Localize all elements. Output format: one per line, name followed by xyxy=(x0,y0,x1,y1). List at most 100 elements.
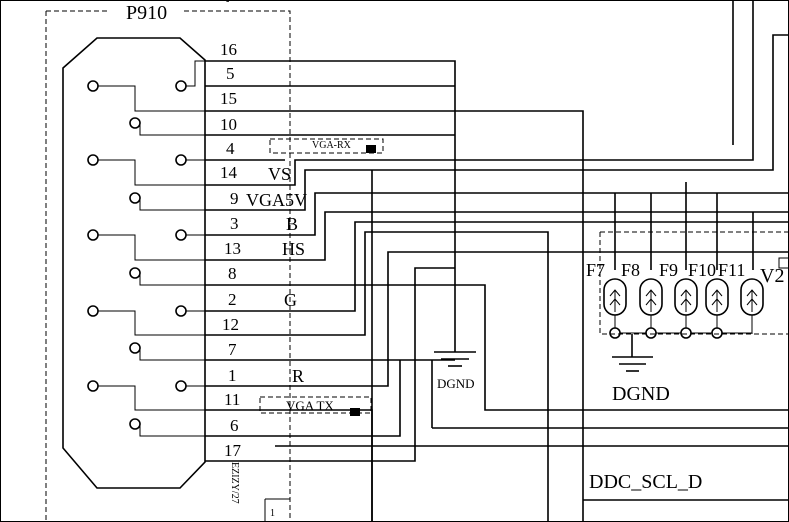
filter-label-f9: F9 xyxy=(659,260,678,280)
filter-label-f11: F11 xyxy=(718,260,745,280)
pin-number: 16 xyxy=(220,40,237,59)
wire-pin17 xyxy=(205,267,455,462)
pin-number: 6 xyxy=(230,416,239,435)
wire-pin1 xyxy=(205,251,789,387)
pin-number: 12 xyxy=(222,315,239,334)
pin-number: 3 xyxy=(230,214,239,233)
tvs-arrow xyxy=(680,289,692,312)
pad-dot xyxy=(711,327,723,339)
pin-number: 2 xyxy=(228,290,237,309)
internal-trace xyxy=(98,159,205,186)
internal-trace xyxy=(186,60,205,87)
net-label-hs: HS xyxy=(282,239,305,259)
wire-pin16 xyxy=(205,60,456,352)
vga-tx-label: VGA TX xyxy=(286,398,334,413)
internal-trace xyxy=(139,424,205,437)
pin-number: 10 xyxy=(220,115,237,134)
net-label-b: B xyxy=(286,214,298,234)
pin-number: 14 xyxy=(220,163,238,182)
vga-tx-pin1 xyxy=(350,408,360,416)
pad-dot xyxy=(680,327,692,339)
pin-hole xyxy=(87,80,99,92)
internal-trace xyxy=(98,385,205,411)
component-boundary xyxy=(45,10,291,520)
tvs-arrow xyxy=(711,289,723,312)
pin-hole xyxy=(175,380,187,392)
internal-trace xyxy=(139,273,205,286)
pin-number: 17 xyxy=(224,441,242,460)
wires xyxy=(205,0,789,522)
ddc-scl-label: DDC_SCL_D xyxy=(589,471,702,493)
wire-pin14 xyxy=(205,0,754,186)
pin-number: 7 xyxy=(228,340,237,359)
pin-hole xyxy=(129,267,141,279)
pin-hole xyxy=(175,229,187,241)
pin-hole xyxy=(87,229,99,241)
pin-hole xyxy=(129,192,141,204)
pin-hole xyxy=(87,305,99,317)
pad-dot xyxy=(645,327,657,339)
pin-number: 11 xyxy=(224,390,240,409)
filter-label-f7: F7 xyxy=(586,260,605,280)
vga-tx-part: VGA TX xyxy=(259,396,372,416)
vga-rx-label: VGA-RX xyxy=(312,140,352,151)
corner-text: 1 xyxy=(270,508,275,519)
vga-rx-pin1 xyxy=(366,145,376,153)
pin-hole xyxy=(87,380,99,392)
pin-number: 5 xyxy=(226,64,235,83)
internal-trace xyxy=(139,198,205,211)
net-label-vga5v: VGA5V xyxy=(246,190,307,210)
wire-pin12 xyxy=(205,231,549,522)
internal-trace xyxy=(139,123,205,136)
wire-pin6 xyxy=(205,170,401,522)
wire-pin3 xyxy=(205,192,789,236)
wire-pin13 xyxy=(205,211,789,261)
filter-label-v2: V2 xyxy=(760,265,784,287)
dgnd-label: DGND xyxy=(437,376,475,391)
internal-trace xyxy=(98,234,205,261)
pin-hole xyxy=(175,80,187,92)
net-labels: VS VGA5V B HS G R xyxy=(246,164,307,386)
tvs-arrow xyxy=(746,289,758,312)
filter-label-f8: F8 xyxy=(621,260,640,280)
tvs-leads xyxy=(614,315,753,334)
net-label-vs: VS xyxy=(268,164,291,184)
internal-trace xyxy=(139,348,205,361)
dsub-shell xyxy=(62,37,206,489)
ddc-scl-block: DDC_SCL_D xyxy=(589,471,702,493)
side-text: EZIZY/27 xyxy=(229,462,240,504)
net-label-g: G xyxy=(284,290,297,310)
ground-symbol-1: DGND xyxy=(434,351,476,391)
pin-number: 9 xyxy=(230,189,239,208)
vga-rx-part: VGA-RX xyxy=(269,138,384,154)
connector-p910: P910 - EZIZY/27 1 xyxy=(45,0,291,522)
pin-hole xyxy=(87,154,99,166)
net-label-r: R xyxy=(292,366,304,386)
pin-hole xyxy=(129,342,141,354)
pin-numbers: 16 5 15 10 4 14 9 3 13 8 2 12 7 1 11 6 1… xyxy=(220,40,242,460)
connector-pins xyxy=(87,60,205,437)
pad-dot xyxy=(609,327,621,339)
pin-hole xyxy=(129,117,141,129)
pin-number: 15 xyxy=(220,89,237,108)
filter-enclosure xyxy=(599,231,789,335)
wire-pin8 xyxy=(205,284,789,411)
pin-number: 4 xyxy=(226,139,235,158)
vga-rx-box xyxy=(269,138,384,154)
wire-pin15 xyxy=(205,110,584,522)
filter-feeds xyxy=(614,182,754,270)
boundary-mark: - xyxy=(226,0,229,7)
edge-marker xyxy=(778,257,789,269)
connector-ref: P910 xyxy=(126,2,167,24)
internal-trace xyxy=(98,85,205,112)
internal-trace xyxy=(98,310,205,336)
filter-label-f10: F10 xyxy=(688,260,716,280)
wire-pin9 xyxy=(205,34,789,211)
pin-hole xyxy=(175,305,187,317)
filter-array: F7 F8 F9 F10 F11 V2 xyxy=(586,231,789,339)
tvs-arrow xyxy=(609,289,621,312)
pin-hole xyxy=(175,154,187,166)
pin-number: 13 xyxy=(224,239,241,258)
pin-number: 8 xyxy=(228,264,237,283)
